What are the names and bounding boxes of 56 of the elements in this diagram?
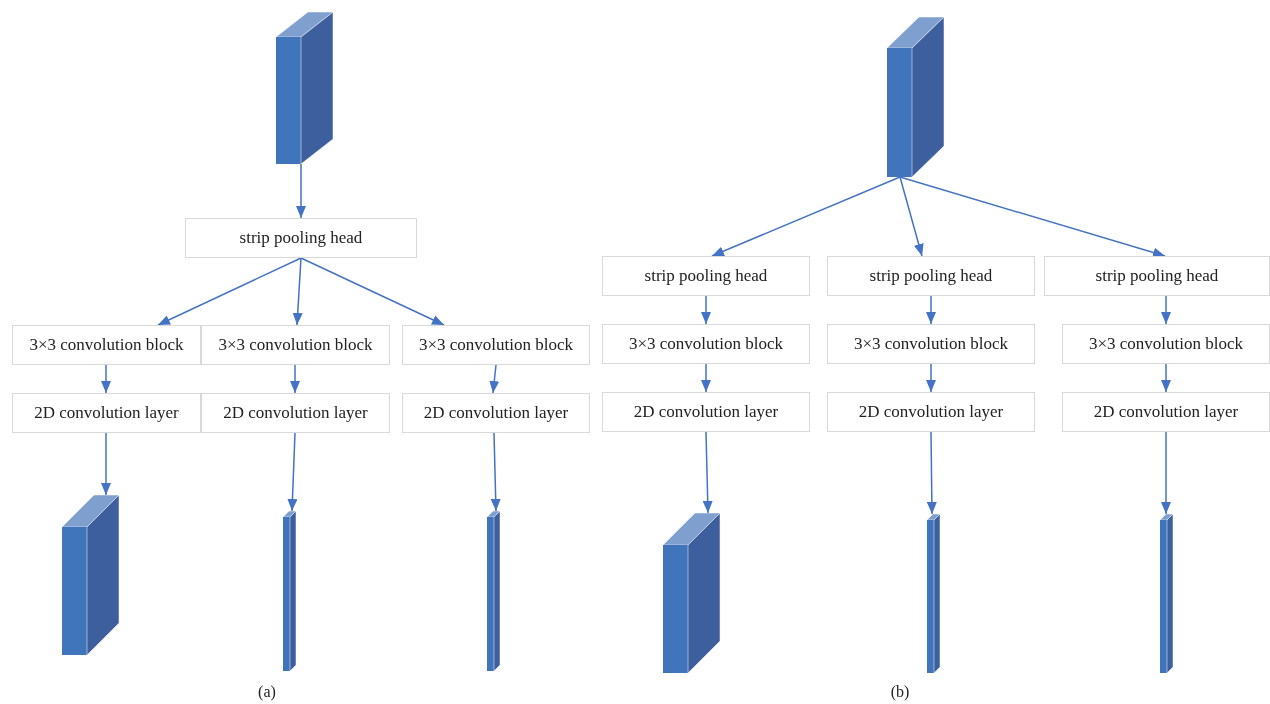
arrow [490,432,501,512]
box-label: strip pooling head [869,266,993,286]
box-label: strip pooling head [644,266,768,286]
process-box [602,392,810,432]
process-box [827,324,1035,364]
arrow [899,176,924,257]
box-label: 3×3 convolution block [418,335,574,355]
box-label: 2D convolution layer [633,402,779,422]
arrow [899,176,1166,258]
process-box [602,324,810,364]
arrow [1161,431,1171,515]
box-label: strip pooling head [239,228,363,248]
box-label: 3×3 convolution block [628,334,784,354]
arrow [702,431,713,514]
box-label: 2D convolution layer [423,403,569,423]
process-box [185,218,417,258]
box-label: 3×3 convolution block [853,334,1009,354]
arrow [157,257,302,326]
process-box [1062,324,1270,364]
arrow [926,363,936,393]
process-box [12,325,201,365]
arrow [300,257,445,326]
arrow [292,257,303,326]
arrow [926,431,937,515]
arrow [296,163,306,219]
arrow [290,364,300,394]
arrow [287,432,298,512]
arrow [711,176,901,257]
process-box [402,393,590,433]
arrow [101,364,111,394]
box-label: 3×3 convolution block [1088,334,1244,354]
process-box [602,256,810,296]
process-box [402,325,590,365]
box-label: 2D convolution layer [858,402,1004,422]
process-box [12,393,201,433]
arrow [489,364,500,394]
arrow [1161,295,1171,325]
process-box [201,325,390,365]
box-label: 2D convolution layer [34,403,179,423]
process-box [201,393,390,433]
panel-caption: (b) [890,683,910,701]
arrow [1161,363,1171,393]
arrow [701,295,711,325]
process-box [827,392,1035,432]
box-label: 2D convolution layer [1093,402,1239,422]
arrow [101,432,111,496]
arrow [926,295,936,325]
panel-caption: (a) [258,683,276,701]
box-label: 3×3 convolution block [218,335,373,355]
process-box [827,256,1035,296]
process-box [1062,392,1270,432]
arrow [701,363,711,393]
process-box [1044,256,1270,296]
box-label: 3×3 convolution block [29,335,184,355]
box-label: 2D convolution layer [223,403,368,423]
box-label: strip pooling head [1095,266,1219,286]
